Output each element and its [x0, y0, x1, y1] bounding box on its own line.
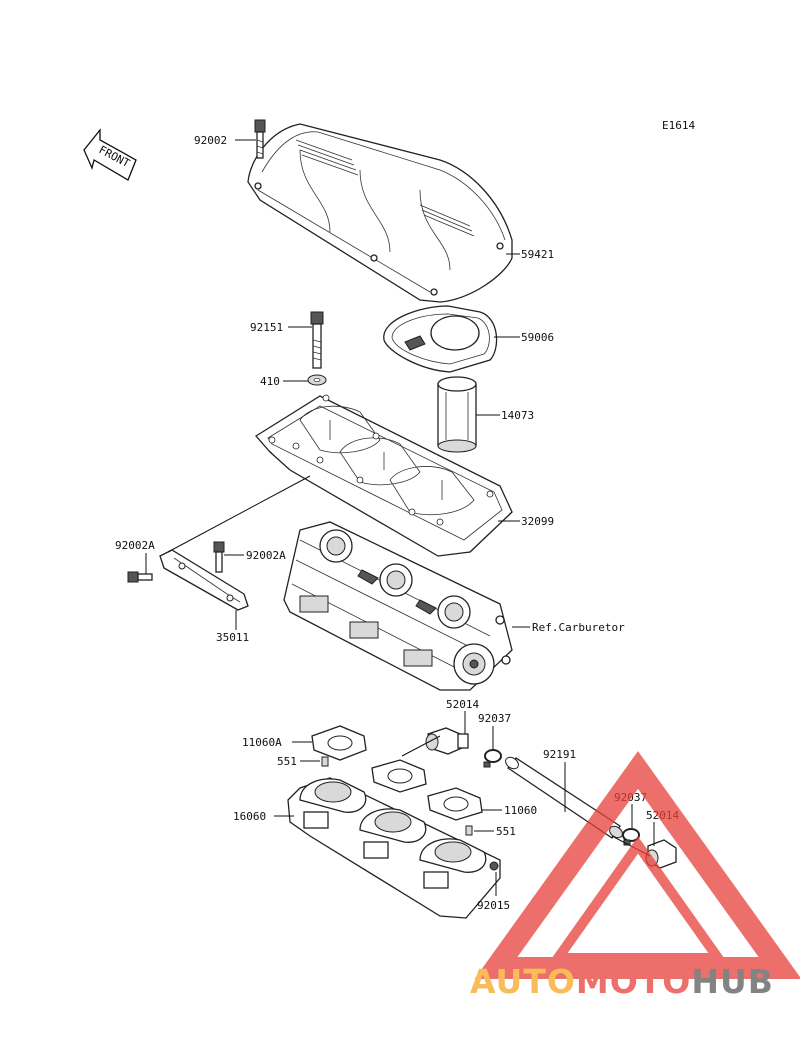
intake-manifold-16060 [287, 777, 501, 919]
label-16060: 16060 [233, 810, 266, 823]
watermark-part-1: AUTO [470, 962, 576, 1001]
gasket-11060a [311, 725, 367, 761]
carburetor-assembly [283, 521, 513, 691]
air-box-base-32099 [255, 394, 513, 557]
diagram-code: E1614 [662, 119, 695, 132]
bolt-92015 [489, 861, 499, 871]
label-59421: 59421 [521, 248, 554, 261]
fitting-52014-top [425, 727, 469, 755]
label-11060: 11060 [504, 804, 537, 817]
label-92015: 92015 [477, 899, 510, 912]
air-filter-14073 [437, 376, 477, 453]
label-410: 410 [260, 375, 280, 388]
label-14073: 14073 [501, 409, 534, 422]
bolt-92002a-left [127, 571, 153, 583]
pin-551-left [321, 756, 329, 767]
bolt-92002 [254, 119, 266, 159]
watermark-part-3: HUB [691, 962, 774, 1001]
bracket-35011 [159, 549, 249, 611]
bolt-92002a-right [213, 541, 225, 573]
watermark-logo: AUTOMOTOHUB [470, 751, 800, 1001]
label-551-right: 551 [496, 825, 516, 838]
clamp-92037-top [483, 749, 502, 768]
bolt-92151 [310, 311, 324, 369]
washer-410 [307, 374, 327, 386]
label-551-left: 551 [277, 755, 297, 768]
filter-holder-59006 [383, 305, 498, 373]
svg-text:AUTOMOTOHUB: AUTOMOTOHUB [470, 962, 774, 1001]
label-92002: 92002 [194, 134, 227, 147]
label-32099: 32099 [521, 515, 554, 528]
label-11060a: 11060A [242, 736, 282, 749]
watermark-part-2: MOTO [576, 962, 691, 1001]
pin-551-right [465, 825, 473, 836]
label-92151: 92151 [250, 321, 283, 334]
leader-lines [145, 139, 655, 896]
gasket-11060 [371, 759, 483, 821]
label-92037-top: 92037 [478, 712, 511, 725]
air-box-cover [247, 123, 513, 303]
label-52014-top: 52014 [446, 698, 479, 711]
label-92191: 92191 [543, 748, 576, 761]
part-labels: 92002 59421 92151 59006 410 14073 32099 … [115, 134, 679, 912]
label-92002a-left: 92002A [115, 539, 155, 552]
label-59006: 59006 [521, 331, 554, 344]
front-arrow-icon: FRONT [83, 128, 137, 181]
label-35011: 35011 [216, 631, 249, 644]
label-92002a-right: 92002A [246, 549, 286, 562]
label-ref-carburetor: Ref.Carburetor [532, 621, 625, 634]
